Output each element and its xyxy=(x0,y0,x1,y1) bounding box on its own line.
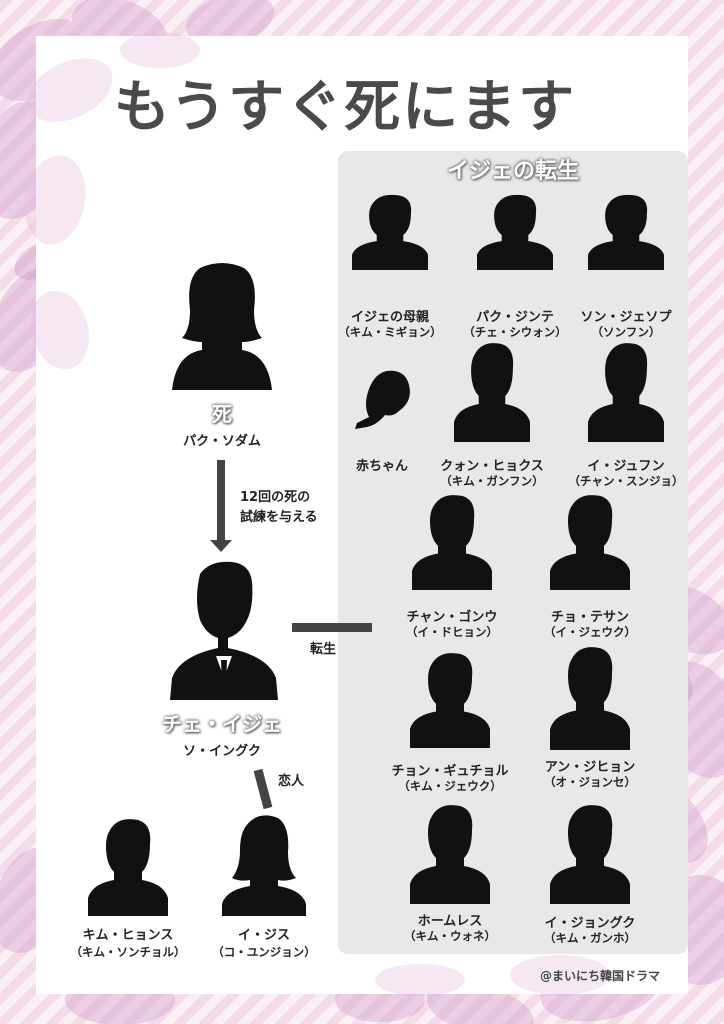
protagonist-badge: チェ・イジェ xyxy=(162,712,282,736)
reincarnation-actor: （チェ・シウォン） xyxy=(463,325,567,339)
reincarnation-panel xyxy=(338,151,688,954)
reincarnation-actor: （キム・ガンフン） xyxy=(440,474,544,488)
person-silhouette-icon xyxy=(352,194,428,270)
person-silhouette-icon xyxy=(588,194,664,270)
reincarnation-actor: （オ・ジョンセ） xyxy=(544,775,636,789)
reincarnation-name: 赤ちゃん xyxy=(355,459,409,474)
reincarnation-name: イジェの母親 xyxy=(350,310,430,325)
trial-note-line2: 試練を与える xyxy=(240,510,318,525)
person-silhouette-icon xyxy=(410,804,490,904)
reincarnation-actor: （イ・ドヒョン） xyxy=(406,625,498,639)
reincarnation-actor: （イ・ジェウク） xyxy=(544,625,636,639)
baby-silhouette-icon xyxy=(347,365,417,435)
reincarnation-name: イ・ジョングク xyxy=(544,916,636,931)
page-title: もうすぐ死にます xyxy=(113,75,577,140)
death-silhouette xyxy=(172,262,272,390)
reincarnation-name: パク・ジンテ xyxy=(476,310,554,325)
death-badge: 死 xyxy=(212,402,232,426)
left-character-name-1: キム・ヒョンス xyxy=(82,928,174,943)
person-silhouette-icon xyxy=(550,804,630,904)
reincarnation-name: クォン・ヒョクス xyxy=(440,459,544,474)
protagonist-actor-name: ソ・イングク xyxy=(183,744,261,759)
reincarnation-name: ホームレス xyxy=(417,914,483,929)
reincarnation-name: チャン・ゴンウ xyxy=(406,610,498,625)
lover-label: 恋人 xyxy=(278,774,305,789)
person-silhouette-icon xyxy=(412,494,492,590)
trial-note-line1: 12回の死の xyxy=(240,490,311,505)
credit-text: @まいにち韓国ドラマ xyxy=(540,969,661,983)
left-character-name-2: イ・ジス xyxy=(237,928,291,943)
reincarnation-label: 転生 xyxy=(310,642,337,657)
reincarnation-name: アン・ジヒョン xyxy=(544,760,636,775)
person-silhouette-icon xyxy=(588,342,664,442)
reincarnation-name: チョ・テサン xyxy=(550,610,630,625)
left-character-actor-2: （コ・ユンジョン） xyxy=(212,945,316,959)
reincarnation-panel-title: イジェの転生 xyxy=(446,159,579,184)
reincarnation-actor: （キム・ガンホ） xyxy=(544,931,636,945)
protagonist-silhouette xyxy=(170,560,278,700)
reincarnation-actor: （チャン・スンジョ） xyxy=(568,474,684,488)
death-actor-name: パク・ソダム xyxy=(183,434,261,449)
person-silhouette-icon xyxy=(550,646,630,750)
reincarnation-name: チョン・ギュチョル xyxy=(391,764,509,779)
reincarnation-actor: （キム・ジェウク） xyxy=(398,779,502,793)
person-silhouette-icon xyxy=(454,342,530,442)
reincarnation-actor: （キム・ウォネ） xyxy=(404,929,496,943)
person-silhouette-icon xyxy=(410,652,490,748)
left-character-actor-1: （キム・ソンチョル） xyxy=(70,945,186,959)
reincarnation-actor: （ソンフン） xyxy=(591,325,661,339)
kim-hyunsoo-silhouette xyxy=(88,818,168,916)
person-silhouette-icon xyxy=(477,194,553,270)
person-silhouette-icon xyxy=(550,494,630,590)
reincarnation-name: ソン・ジェソプ xyxy=(580,310,672,325)
lee-jisu-silhouette xyxy=(222,812,306,916)
reincarnation-actor: （キム・ミギョン） xyxy=(338,325,442,339)
trial-note: 12回の死の 試練を与える xyxy=(240,488,318,528)
reincarnation-name: イ・ジュフン xyxy=(587,459,665,474)
